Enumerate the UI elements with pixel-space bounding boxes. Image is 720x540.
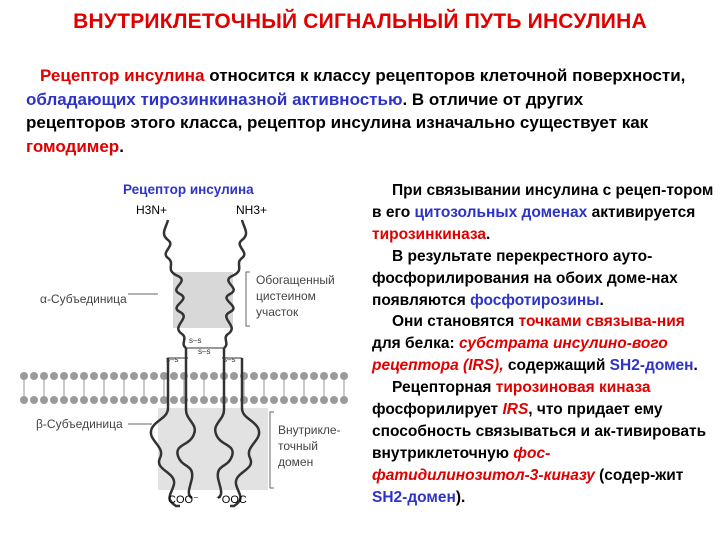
ss-bond-left: s–s	[166, 355, 178, 364]
cys-label-line-2: цистеином	[256, 289, 316, 303]
insulin-receptor-diagram: Рецептор инсулина H3N+ NH3+	[18, 176, 350, 516]
cell-membrane	[18, 372, 350, 404]
intro-text-2: . В отличие от других рецепторов этого к…	[26, 89, 649, 133]
disulfide-bonds: s–s s–s s–s s–s	[166, 336, 235, 364]
p3-text-c: для белка:	[372, 335, 459, 353]
p3-text-g: .	[693, 357, 698, 375]
p4-text-e: , что придает ему способность связыватьс…	[372, 401, 707, 462]
right-n-terminal: NH3+	[236, 203, 267, 217]
cysteine-rich-label: Обогащенный цистеином участок	[256, 273, 335, 319]
p3-text-e: содержащий	[503, 357, 610, 375]
paragraph-binding-points: Они становятся точками связыва-ния для б…	[372, 311, 716, 377]
p1-text-e: .	[486, 225, 491, 243]
ss-bond-middle: s–s	[198, 347, 210, 356]
p3-term-sh2: SH2-домен	[609, 357, 694, 375]
p4-term-pi3k: фос-фатидилинозитол-3-киназу	[372, 444, 595, 484]
p4-term-irs: IRS	[502, 401, 529, 419]
right-alpha-chain	[223, 219, 248, 350]
p1-text-a: При связывании инсулина с рецеп-тором в …	[372, 182, 714, 221]
paragraph-binding: При связывании инсулина с рецеп-тором в …	[372, 180, 716, 246]
p2-text-a: В результате перекрестного ауто-фосфорил…	[372, 247, 678, 309]
ss-bond-top: s–s	[189, 336, 201, 345]
p3-term-irs: субстрата инсулино-вого рецептора (IRS),	[372, 335, 668, 375]
intra-label-line-3: домен	[278, 455, 313, 469]
p1-term-cytosolic: цитозольных доменах	[414, 203, 588, 221]
intro-term-activity: обладающих тирозинкиназной активностью	[26, 89, 403, 109]
alpha-subunit-label: α-Субъединица	[40, 292, 127, 306]
intra-bracket	[269, 411, 274, 489]
p1-term-kinase: тирозинкиназа	[372, 225, 487, 243]
p2-term-phosphotyrosines: фосфотирозины	[470, 291, 600, 309]
p3-term-binding-points: точками связыва-ния	[518, 313, 685, 331]
cys-label-line-1: Обогащенный	[256, 273, 335, 287]
p1-text-c: активируется	[587, 203, 696, 221]
cys-label-line-3: участок	[256, 305, 299, 319]
p3-text-a: Они становятся	[392, 313, 519, 331]
p4-text-c: фосфорилирует	[372, 401, 503, 419]
diagram-title: Рецептор инсулина	[123, 182, 254, 197]
ss-bond-lines	[168, 347, 242, 359]
p4-term-sh2: SH2-домен	[372, 488, 456, 506]
intro-text-3: .	[119, 136, 124, 156]
paragraph-pi3k: Рецепторная тирозиновая киназа фосфорили…	[372, 377, 716, 508]
ss-bond-right: s–s	[223, 355, 235, 364]
left-alpha-chain	[162, 219, 187, 350]
right-beta-chain	[213, 348, 261, 508]
intro-paragraph: Рецептор инсулина относится к классу рец…	[26, 64, 686, 158]
intro-text-1: относится к классу рецепторов клеточной …	[204, 66, 686, 85]
cys-bracket	[245, 271, 250, 327]
left-c-terminal: COO⁻	[168, 494, 199, 506]
intro-term-receptor: Рецептор инсулина	[40, 66, 205, 85]
p4-text-g: (содер-жит	[594, 466, 684, 484]
intracellular-label: Внутрикле- точный домен	[278, 423, 341, 469]
intro-term-homodimer: гомодимер	[26, 136, 120, 156]
intra-label-line-1: Внутрикле-	[278, 423, 341, 437]
beta-subunit-label: β-Субъединица	[36, 417, 123, 431]
p4-term-tyrosine-kinase: тирозиновая киназа	[495, 379, 651, 397]
right-c-terminal: ⁻OOC	[216, 494, 247, 506]
paragraph-autophosphorylation: В результате перекрестного ауто-фосфорил…	[372, 246, 716, 312]
page-title: ВНУТРИКЛЕТОЧНЫЙ СИГНАЛЬНЫЙ ПУТЬ ИНСУЛИНА	[73, 10, 647, 33]
left-beta-chain	[149, 348, 197, 508]
explanation-text: При связывании инсулина с рецеп-тором в …	[372, 180, 716, 509]
p4-text-a: Рецепторная	[392, 379, 496, 397]
intra-label-line-2: точный	[278, 439, 318, 453]
left-n-terminal: H3N+	[136, 203, 167, 217]
p2-text-c: .	[599, 291, 604, 309]
p4-text-i: ).	[455, 488, 466, 506]
receptor-figure: Рецептор инсулина H3N+ NH3+	[18, 182, 350, 508]
